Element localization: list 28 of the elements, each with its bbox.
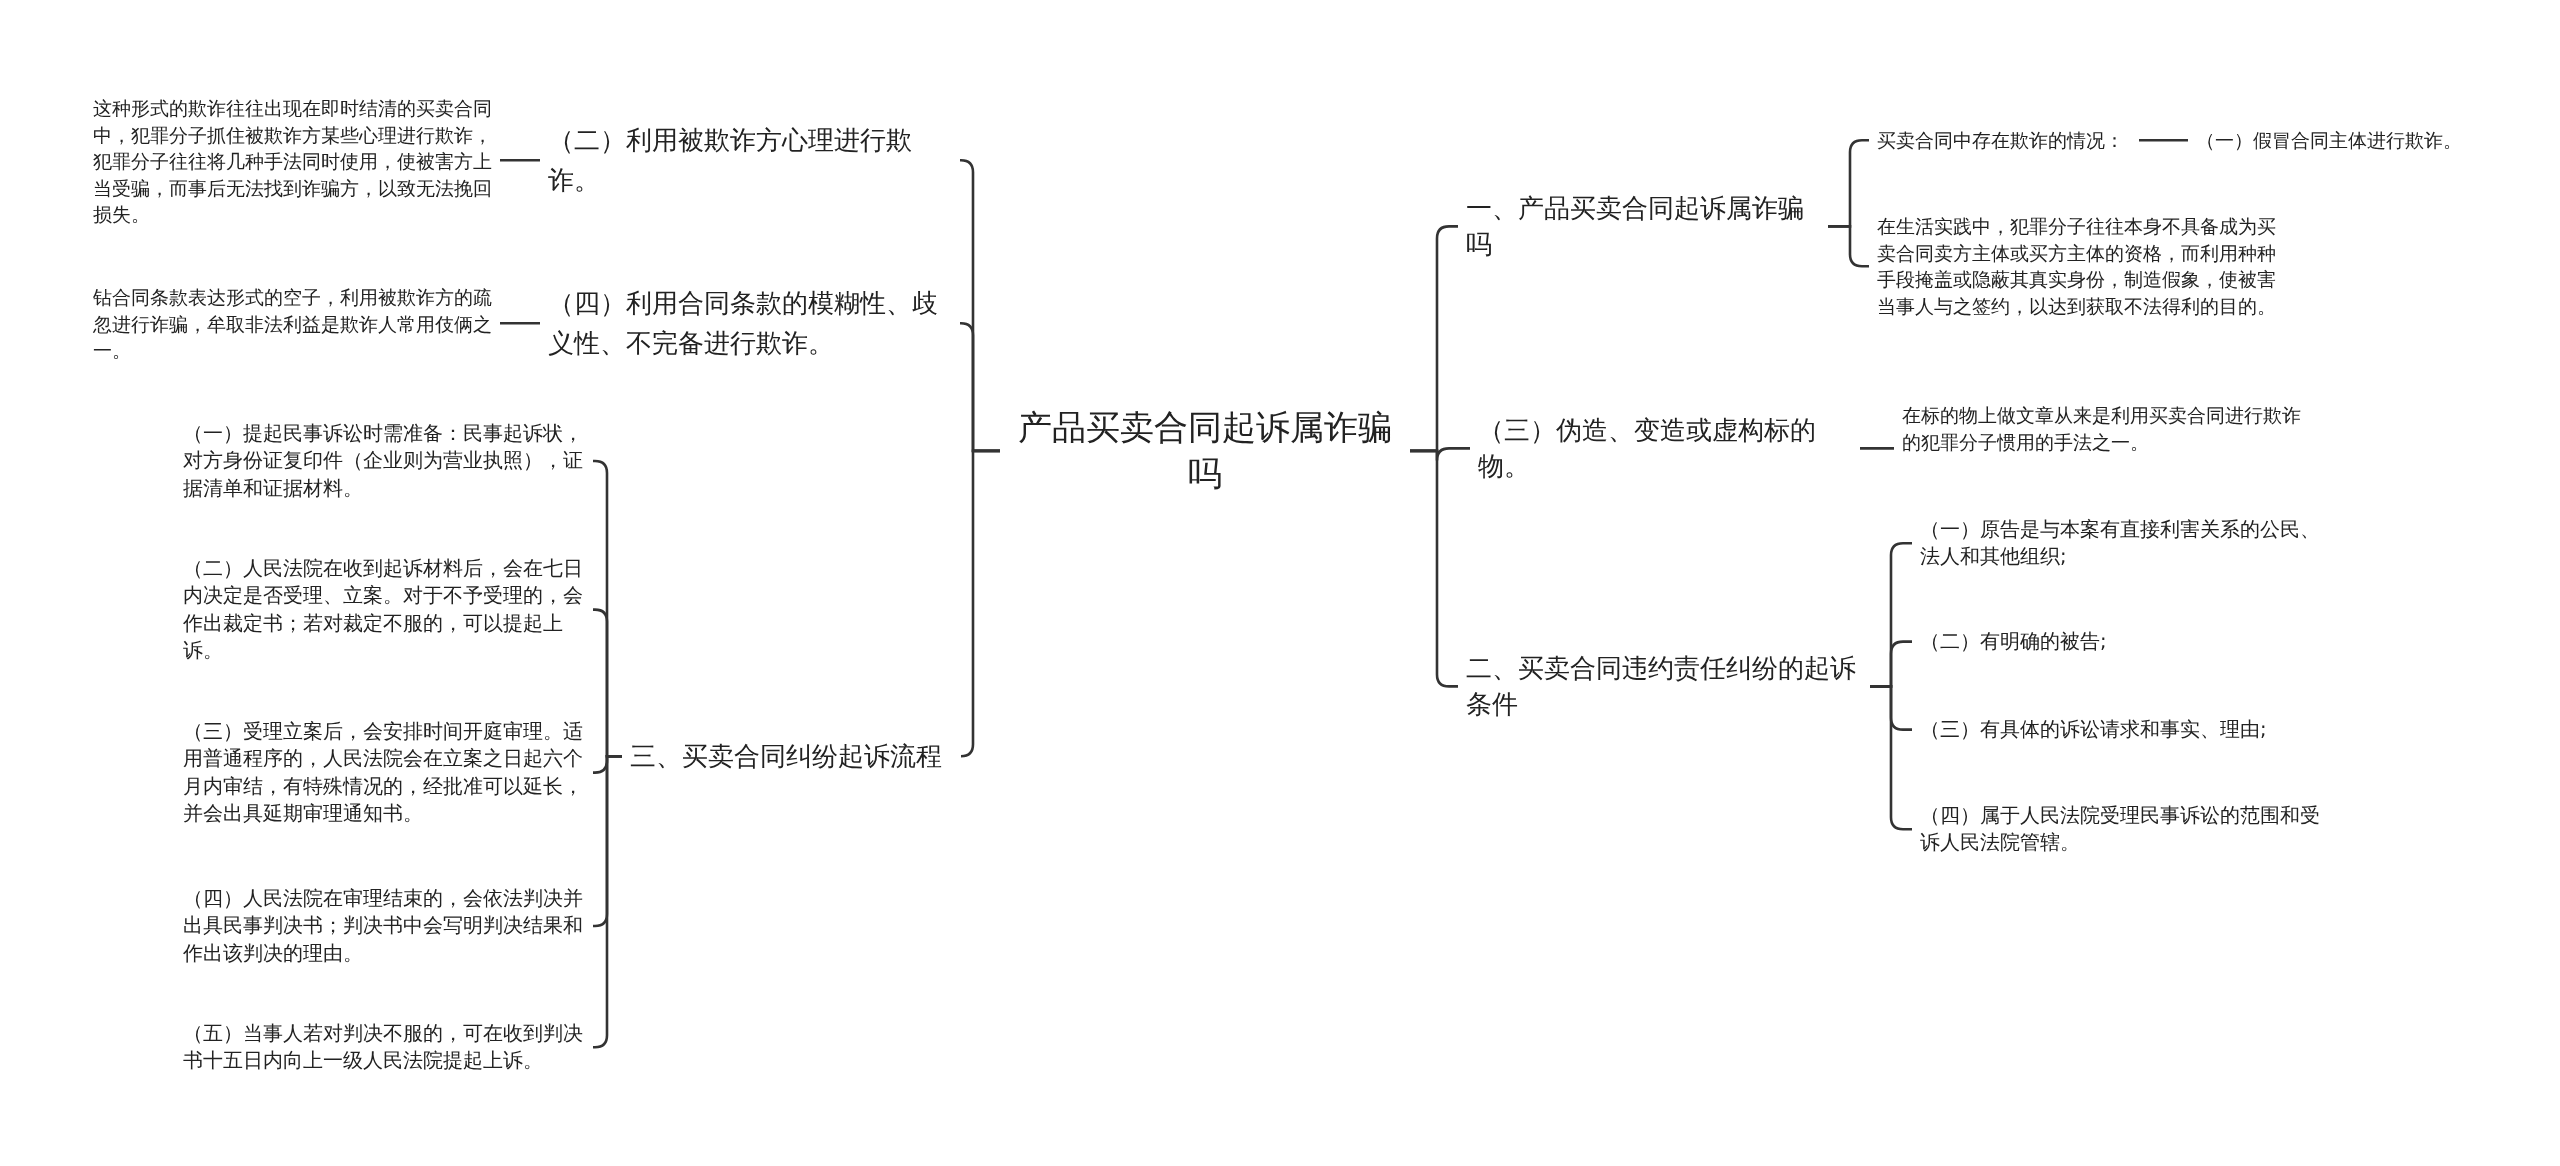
note-text: （一）原告是与本案有直接利害关系的公民、法人和其他组织; bbox=[1912, 516, 2337, 571]
connector-line bbox=[500, 159, 540, 162]
connector-line bbox=[959, 449, 1000, 758]
central-topic: 产品买卖合同起诉属诈骗吗 bbox=[1000, 405, 1410, 497]
note-text: （二）有明确的被告; bbox=[1912, 628, 2337, 656]
note-text: （二）人民法院在收到起诉材料后，会在七日内决定是否受理、立案。对于不予受理的，会作出裁定书；若对裁定不服的，可以提起上诉。 bbox=[175, 555, 593, 665]
connector-line bbox=[1828, 225, 1869, 268]
note-text: （一）假冒合同主体进行欺诈。 bbox=[2188, 127, 2508, 154]
connector-line bbox=[500, 322, 540, 325]
note-text: 在生活实践中，犯罪分子往往本身不具备成为买卖合同卖方主体或买方主体的资格，而利用种种手段掩盖或隐蔽其真实身份，制造假象，使被害当事人与之签约，以达到获取不法得利的目的。 bbox=[1869, 213, 2289, 320]
topic-label: 二、买卖合同违约责任纠纷的起诉条件 bbox=[1458, 650, 1870, 723]
note-text: （五）当事人若对判决不服的，可在收到判决书十五日内向上一级人民法院提起上诉。 bbox=[175, 1020, 593, 1075]
note-text: （三）有具体的诉讼请求和事实、理由; bbox=[1912, 716, 2337, 744]
topic-label: 三、买卖合同纠纷起诉流程 bbox=[622, 738, 962, 775]
note-text: （四）人民法院在审理结束的，会依法判决并出具民事判决书；判决书中会写明判决结果和作出该判决的理由。 bbox=[175, 885, 593, 967]
note-text: （四）属于人民法院受理民事诉讼的范围和受诉人民法院管辖。 bbox=[1912, 802, 2337, 857]
connector-line bbox=[1860, 447, 1894, 450]
connector-line bbox=[2139, 139, 2188, 142]
topic-label: 一、产品买卖合同起诉属诈骗吗 bbox=[1458, 190, 1828, 263]
note-text: 买卖合同中存在欺诈的情况： bbox=[1869, 127, 2139, 154]
topic-label: （三）伪造、变造或虚构标的物。 bbox=[1470, 412, 1860, 485]
note-text: （三）受理立案后，会安排时间开庭审理。适用普通程序的，人民法院会在立案之日起六个月内审结，有特殊情况的，经批准可以延长，并会出具延期审理通知书。 bbox=[175, 718, 593, 828]
topic-label: （二）利用被欺诈方心理进行欺诈。 bbox=[540, 120, 960, 201]
note-text: 钻合同条款表达形式的空子，利用被欺诈方的疏忽进行诈骗，牟取非法利益是欺诈人常用伎俩之一。 bbox=[85, 284, 500, 364]
note-text: 这种形式的欺诈往往出现在即时结清的买卖合同中，犯罪分子抓住被欺诈方某些心理进行欺诈，犯罪分子往往将几种手法同时使用，使被害方上当受骗，而事后无法找到诈骗方，以致无法挽回损失。 bbox=[85, 95, 500, 228]
topic-label: （四）利用合同条款的模糊性、歧义性、不完备进行欺诈。 bbox=[540, 283, 960, 364]
note-text: 在标的物上做文章从来是利用买卖合同进行欺诈的犯罪分子惯用的手法之一。 bbox=[1894, 402, 2314, 456]
note-text: （一）提起民事诉讼时需准备：民事起诉状，对方身份证复印件（企业则为营业执照），证据清单和证据材料。 bbox=[175, 420, 593, 502]
